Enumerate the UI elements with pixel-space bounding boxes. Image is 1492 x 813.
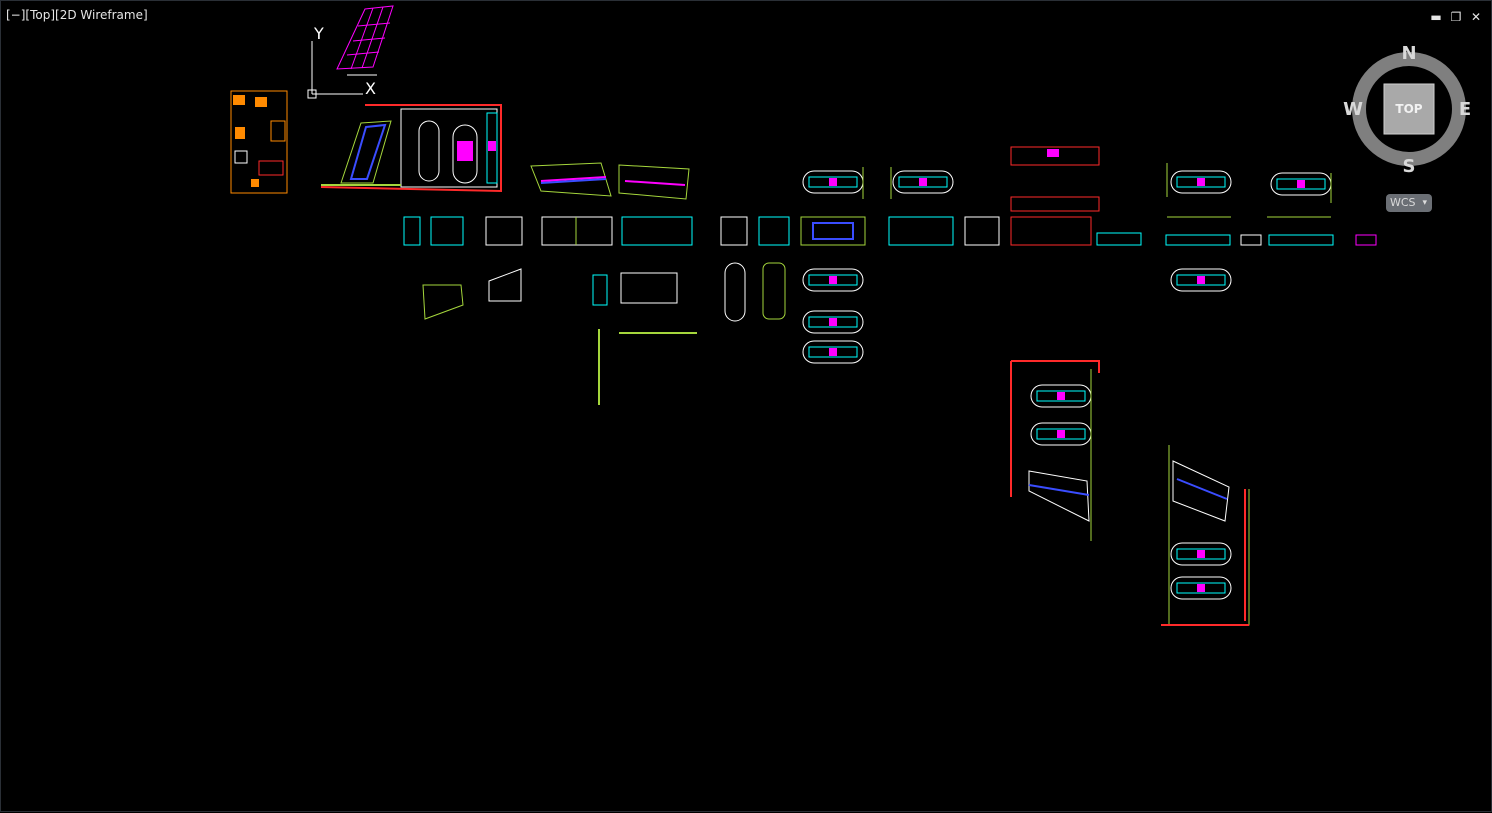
viewcube-top-face[interactable]: TOP [1395, 102, 1422, 116]
viewcube-west-label[interactable]: W [1343, 99, 1363, 120]
ucs-y-label: Y [313, 24, 324, 43]
drawing-right-plan [1010, 360, 1250, 626]
minimize-viewport-button[interactable]: ▬ [1430, 10, 1442, 24]
viewcube-south-label[interactable]: S [1403, 156, 1416, 177]
chevron-down-icon: ▾ [1422, 198, 1427, 208]
viewcube-east-label[interactable]: E [1459, 99, 1471, 120]
drawing-main-plan [320, 104, 502, 193]
viewcube[interactable]: TOP N S E W [1343, 43, 1471, 177]
drawing-elevations-row [403, 216, 1377, 246]
drawing-curved-grid [336, 5, 394, 76]
ucs-icon: Y X [307, 24, 376, 99]
drawing-header-panels [1010, 146, 1332, 218]
close-viewport-button[interactable]: ✕ [1470, 10, 1482, 24]
wcs-label: WCS [1390, 196, 1416, 209]
drawing-tables [802, 167, 1332, 600]
wcs-dropdown[interactable]: WCS ▾ [1386, 194, 1432, 212]
ucs-x-label: X [365, 79, 376, 98]
viewport-controls-label[interactable]: [−][Top][2D Wireframe] [6, 8, 148, 22]
viewcube-north-label[interactable]: N [1401, 43, 1416, 64]
drawing-orange-plan [230, 90, 288, 194]
restore-viewport-button[interactable]: ❐ [1450, 10, 1462, 24]
drawing-lower-left [422, 262, 786, 405]
drawing-curved-benches [530, 162, 690, 200]
